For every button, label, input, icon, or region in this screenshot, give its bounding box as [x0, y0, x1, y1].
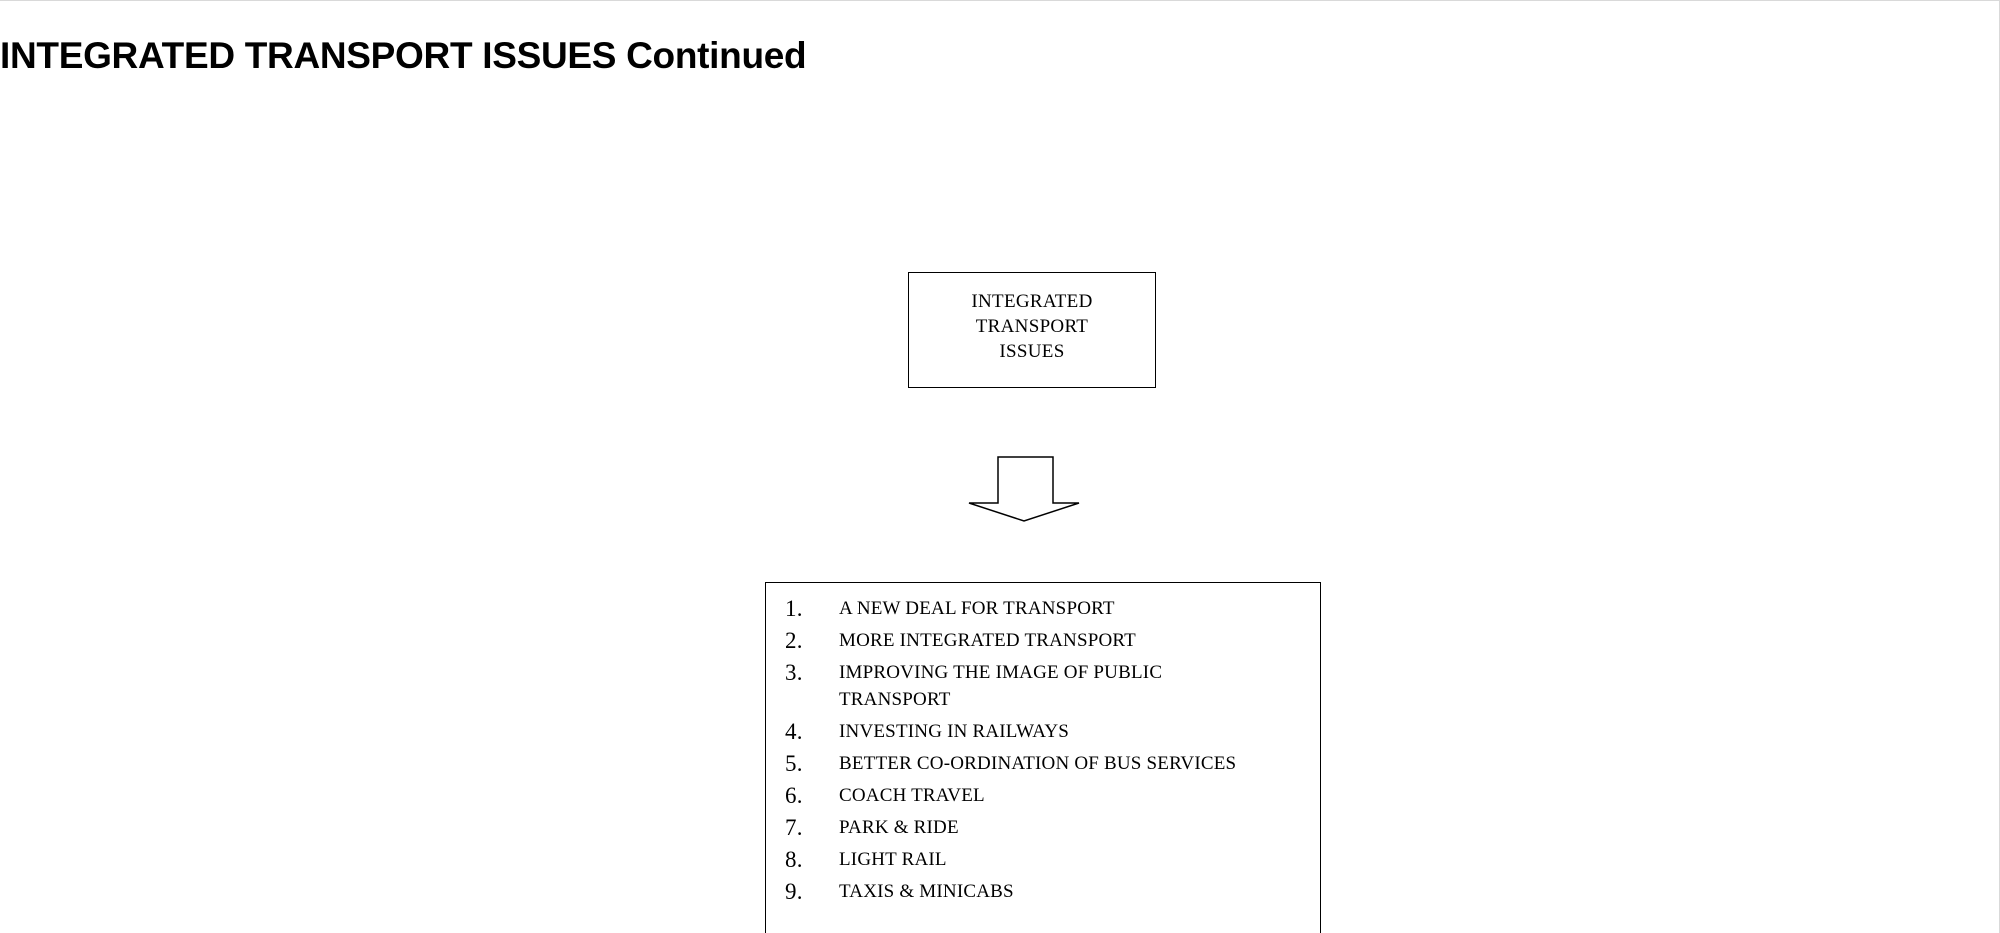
issue-list: 1. A NEW DEAL FOR TRANSPORT 2. MORE INTEGRA…: [766, 583, 1320, 905]
list-item-text: IMPROVING THE IMAGE OF PUBLIC TRANSPORT: [839, 662, 1163, 710]
list-item: 5. BETTER CO-ORDINATION OF BUS SERVICES: [785, 750, 1320, 777]
list-item-text: PARK & RIDE: [839, 817, 959, 838]
list-item-number: 9.: [785, 879, 803, 904]
list-item-text: TAXIS & MINICABS: [839, 881, 1014, 902]
list-item: 2. MORE INTEGRATED TRANSPORT: [785, 627, 1320, 654]
list-item-number: 2.: [785, 628, 803, 653]
list-item: 1. A NEW DEAL FOR TRANSPORT: [785, 595, 1320, 622]
list-item-text: LIGHT RAIL: [839, 849, 947, 870]
list-item: 9. TAXIS & MINICABS: [785, 878, 1320, 905]
list-item-number: 7.: [785, 815, 803, 840]
list-item-number: 8.: [785, 847, 803, 872]
list-item-text: COACH TRAVEL: [839, 785, 985, 806]
list-item: 7. PARK & RIDE: [785, 814, 1320, 841]
list-item-text: MORE INTEGRATED TRANSPORT: [839, 630, 1136, 651]
transport-issues-list-box: 1. A NEW DEAL FOR TRANSPORT 2. MORE INTEGRA…: [765, 582, 1321, 933]
top-box-line: TRANSPORT: [975, 316, 1089, 337]
list-item-number: 4.: [785, 719, 803, 744]
list-item: 3. IMPROVING THE IMAGE OF PUBLIC TRANSPOR…: [785, 659, 1320, 713]
list-item-number: 6.: [785, 783, 803, 808]
list-item-text: BETTER CO-ORDINATION OF BUS SERVICES: [839, 753, 1237, 774]
list-item-text: INVESTING IN RAILWAYS: [839, 721, 1070, 742]
list-item: 4. INVESTING IN RAILWAYS: [785, 718, 1320, 745]
top-box-line: ISSUES: [999, 341, 1065, 362]
down-arrow-icon: [968, 456, 1080, 522]
list-item: 8. LIGHT RAIL: [785, 846, 1320, 873]
integrated-transport-issues-box: INTEGRATED TRANSPORT ISSUES: [908, 272, 1156, 388]
list-item-number: 5.: [785, 751, 803, 776]
list-item: 6. COACH TRAVEL: [785, 782, 1320, 809]
list-item-number: 3.: [785, 660, 803, 685]
page-title: INTEGRATED TRANSPORT ISSUES Continued: [0, 35, 807, 76]
top-box-line: INTEGRATED: [971, 291, 1093, 312]
list-item-number: 1.: [785, 596, 803, 621]
list-item-text: A NEW DEAL FOR TRANSPORT: [839, 598, 1115, 619]
